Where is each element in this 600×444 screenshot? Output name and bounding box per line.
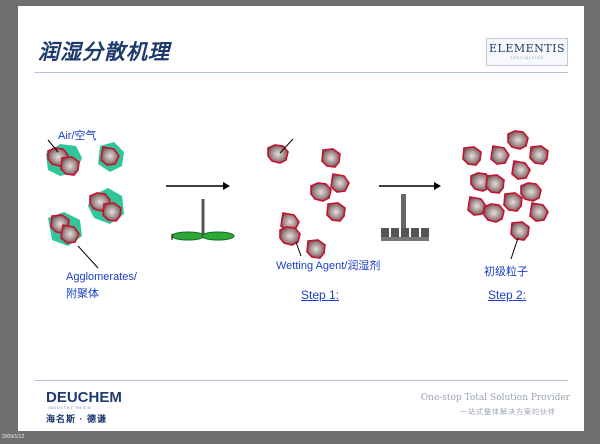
- agglomerate-cluster-4: [48, 212, 82, 246]
- agglomerates-pointer: [77, 245, 99, 269]
- deuchem-logo-cn: 海名斯 · 德谦: [46, 414, 107, 424]
- wetting-agent-label: Wetting Agent/润湿剂: [276, 260, 381, 272]
- footer-divider: [34, 380, 568, 381]
- logo-text: ELEMENTIS: [489, 42, 565, 55]
- footer-tagline: One-stop Total Solution Provider: [420, 393, 570, 403]
- arrow-right-icon: [379, 182, 441, 190]
- deuchem-logo-sub: INDUSTRY·RESIN: [48, 406, 92, 410]
- diagram-art: [46, 130, 549, 269]
- wetting-agent-pointer: [295, 241, 302, 257]
- primary-particles-pointer: [510, 237, 519, 260]
- wetted-particles-step1: [267, 144, 350, 259]
- agglomerate-cluster-3: [88, 188, 124, 224]
- air-pointer: [47, 139, 59, 153]
- step-2-label: Step 2:: [488, 288, 527, 302]
- agglomerates-label: Agglomerates/: [66, 271, 137, 283]
- elementis-logo: ELEMENTIS SPECIALTIES: [486, 38, 568, 66]
- logo-subtext: SPECIALTIES: [510, 56, 544, 60]
- slide-title: 润湿分散机理: [38, 39, 170, 64]
- primary-particles-label: 初级粒子: [484, 266, 528, 278]
- footer-tagline-cn: 一站式整体解决方案的伙伴: [460, 409, 556, 416]
- slide: 润湿分散机理 ELEMENTIS SPECIALTIES Air/空气 Aggl…: [18, 6, 584, 431]
- step-1-label: Step 1:: [301, 288, 340, 302]
- slide-date: 2009/1/12: [2, 434, 25, 440]
- primary-particles-step2: [462, 130, 549, 241]
- mixer-blade-icon: [171, 199, 235, 241]
- arrow-right-icon: [166, 182, 230, 190]
- agglomerate-cluster-2: [98, 142, 124, 172]
- wetted-pointer: [279, 138, 294, 154]
- title-divider: [34, 72, 568, 73]
- air-label: Air/空气: [58, 130, 97, 142]
- disperser-blade-icon: [381, 194, 429, 241]
- deuchem-logo: DEUCHEM: [46, 389, 122, 406]
- agglomerate-cluster-1: [46, 144, 82, 176]
- agglomerates-label-cn: 附聚体: [66, 288, 99, 300]
